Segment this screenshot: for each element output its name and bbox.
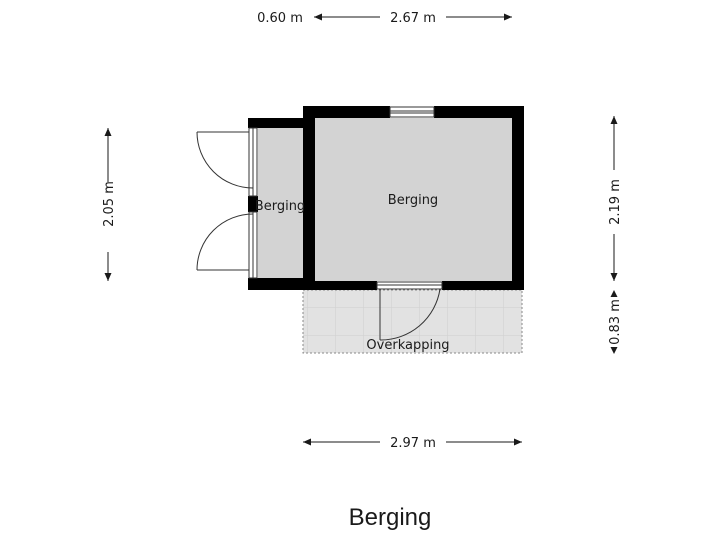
- right-upper-dimension-line: [610, 116, 618, 281]
- side-room-walls: [248, 118, 308, 290]
- top-left-dimension: 0.60 m: [257, 11, 303, 26]
- top-window: [389, 106, 435, 118]
- left-dimension: 2.05 m: [102, 181, 117, 227]
- side-room-doors: [196, 127, 258, 279]
- side-room-label: Berging: [255, 199, 305, 214]
- top-right-dimension: 2.67 m: [390, 11, 436, 26]
- porch-outline: [302, 289, 523, 354]
- porch-label: Overkapping: [366, 338, 449, 353]
- main-room-door: [376, 281, 443, 341]
- top-dimension-line: [314, 13, 512, 21]
- right-upper-dimension: 2.19 m: [608, 179, 623, 225]
- side-room-floor: [258, 128, 304, 278]
- plan-title: Berging: [349, 504, 432, 531]
- right-lower-dimension-line: [610, 290, 618, 354]
- bottom-dimension: 2.97 m: [390, 436, 436, 451]
- main-room-walls: [303, 106, 524, 290]
- main-room-floor: [315, 118, 512, 281]
- main-room-label: Berging: [388, 193, 438, 208]
- porch-area: [303, 290, 522, 353]
- right-lower-dimension: 0.83 m: [608, 299, 623, 345]
- left-dimension-line: [104, 128, 112, 281]
- bottom-dimension-line: [303, 438, 522, 446]
